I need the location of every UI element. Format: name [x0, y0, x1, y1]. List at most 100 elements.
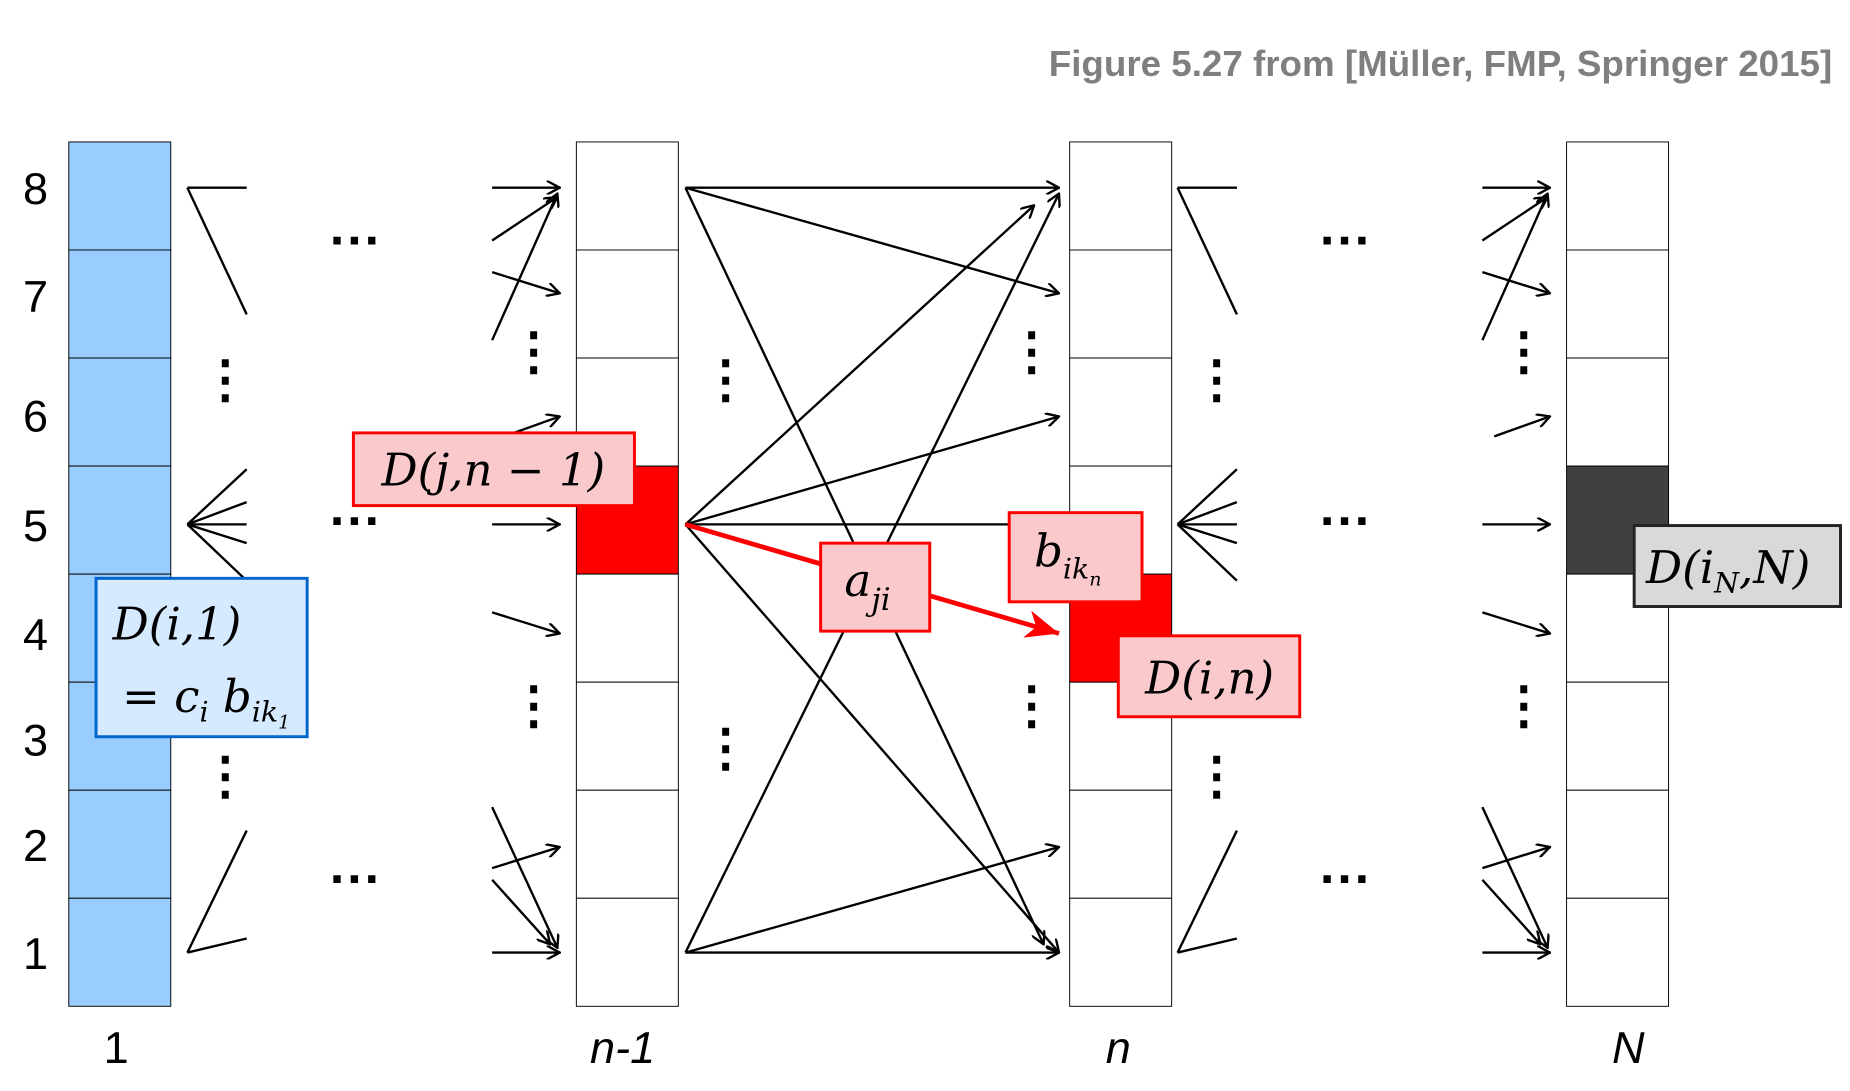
- state-cell: [1069, 249, 1173, 359]
- ellipsis-group: ··· ··· ··· ··· ··· ··· ⋮ ⋮ ⋮ ⋮ ⋮ ⋮ ⋮ ⋮ …: [199, 211, 1550, 907]
- transition-line: [186, 187, 248, 315]
- state-cell: [68, 465, 172, 575]
- transition-arrow: [685, 416, 1059, 526]
- state-cell: [1566, 681, 1670, 791]
- state-cell: [1566, 789, 1670, 899]
- ellipsis-vertical: ⋮: [1006, 322, 1058, 380]
- d-last-text: D(iN,N): [1645, 541, 1810, 599]
- d-first-text: D(i,1): [112, 598, 242, 651]
- row-label: 7: [23, 272, 48, 322]
- box-b-ikn: bikn: [1007, 511, 1144, 604]
- transition-line: [1176, 523, 1238, 582]
- ellipsis: ···: [1320, 211, 1372, 269]
- transition-line: [186, 468, 248, 526]
- transition-line: [186, 830, 248, 954]
- column-curr: [1069, 141, 1173, 1007]
- a-ji-text: aji: [844, 554, 890, 618]
- transition-line: [1176, 830, 1238, 954]
- transition-arrow: [1481, 879, 1540, 945]
- row-label: 4: [23, 610, 48, 660]
- ellipsis-vertical: ⋮: [700, 718, 752, 776]
- box-d-first: D(i,1) = ci bik1: [94, 576, 309, 739]
- ellipsis: ···: [330, 850, 382, 908]
- state-cell: [575, 789, 679, 899]
- column-first: [68, 141, 172, 1007]
- state-cell: [575, 141, 679, 251]
- transition-line: [1177, 937, 1238, 954]
- ellipsis-vertical: ⋮: [1191, 746, 1243, 804]
- d-first-formula: = ci bik1: [122, 670, 290, 733]
- transition-arrow: [491, 271, 560, 293]
- row-label: 3: [23, 716, 48, 766]
- state-cell: [68, 357, 172, 467]
- box-d-curr: D(i,n): [1116, 634, 1302, 719]
- state-cell: [575, 573, 679, 683]
- figure-title: Figure 5.27 from [Müller, FMP, Springer …: [1049, 43, 1832, 84]
- ellipsis: ···: [1320, 850, 1372, 908]
- transition-line: [186, 500, 248, 526]
- ellipsis-vertical: ⋮: [1191, 350, 1243, 408]
- transition-line: [187, 523, 248, 545]
- transition-arrow: [1481, 197, 1547, 242]
- ellipsis-vertical: ⋮: [700, 350, 752, 408]
- state-cell: [1566, 357, 1670, 467]
- ellipsis: ···: [1320, 492, 1372, 550]
- ellipsis-vertical: ⋮: [508, 322, 560, 380]
- ellipsis-vertical: ⋮: [1498, 322, 1550, 380]
- row-label: 6: [23, 392, 48, 442]
- transition-arrow: [1481, 194, 1547, 341]
- transition-line: [1177, 500, 1238, 526]
- state-cell: [68, 249, 172, 359]
- transition-arrow: [1493, 416, 1550, 438]
- d-curr-text: D(i,n): [1144, 652, 1274, 705]
- d-prev-text: D(j,n − 1): [381, 444, 606, 497]
- column-prev: [575, 141, 679, 1007]
- transition-line: [1176, 468, 1238, 526]
- column-label-curr: n: [1106, 1023, 1131, 1073]
- transition-arrow: [684, 523, 1059, 952]
- transition-arrow: [1482, 611, 1550, 633]
- row-labels: 8 7 6 5 4 3 2 1: [23, 164, 48, 979]
- transition-arrow: [491, 197, 557, 242]
- ellipsis: ···: [330, 211, 382, 269]
- transition-line: [187, 937, 247, 954]
- ellipsis-vertical: ⋮: [199, 350, 251, 408]
- column-label-first: 1: [104, 1023, 129, 1073]
- transition-arrow: [491, 611, 560, 633]
- state-cell: [1566, 897, 1670, 1007]
- row-label: 2: [23, 821, 48, 871]
- column-last: [1566, 141, 1670, 1007]
- transition-arrow: [491, 194, 557, 341]
- transition-line: [1177, 523, 1238, 545]
- transition-arrow: [684, 205, 1034, 526]
- box-a-ji: aji: [819, 541, 932, 633]
- state-cell: [68, 141, 172, 251]
- box-d-prev: D(j,n − 1): [351, 431, 636, 508]
- transition-arrow: [685, 847, 1059, 954]
- ellipsis-vertical: ⋮: [199, 746, 251, 804]
- state-cell: [1069, 789, 1173, 899]
- box-d-last: D(iN,N): [1632, 524, 1842, 608]
- state-cell: [1566, 249, 1670, 359]
- transition-arrow: [1482, 271, 1550, 293]
- row-label: 5: [23, 501, 48, 551]
- ellipsis-vertical: ⋮: [508, 676, 560, 734]
- state-cell: [575, 249, 679, 359]
- ellipsis-vertical: ⋮: [1498, 676, 1550, 734]
- b-ikn-text: bikn: [1034, 525, 1101, 591]
- state-cell: [68, 897, 172, 1007]
- state-cell: [1069, 141, 1173, 251]
- state-cell: [1069, 357, 1173, 467]
- transition-arrow: [685, 186, 1059, 294]
- state-cell: [1566, 141, 1670, 251]
- transition-arrow: [491, 806, 557, 948]
- column-label-last: N: [1612, 1023, 1645, 1073]
- transition-line: [186, 523, 248, 582]
- transition-arrow: [491, 847, 560, 870]
- transition-line: [1176, 187, 1238, 315]
- state-cell: [575, 897, 679, 1007]
- row-label: 8: [23, 164, 48, 214]
- transition-arrow: [1481, 806, 1547, 948]
- state-cell: [575, 681, 679, 791]
